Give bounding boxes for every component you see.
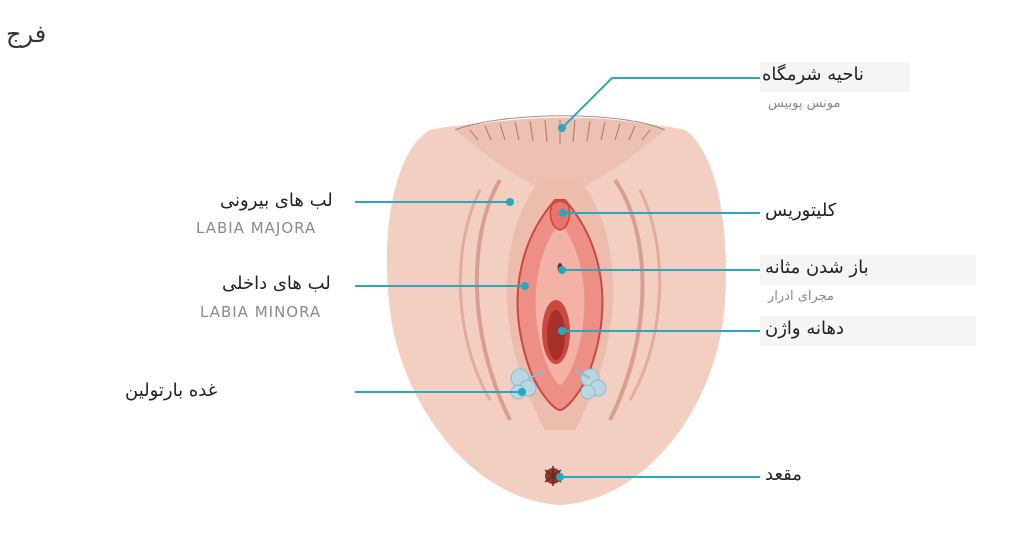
label-labia-minora: لب های داخلی: [222, 273, 331, 294]
page-title: فرج: [6, 20, 47, 48]
label-labia-majora: لب های بیرونی: [220, 190, 333, 211]
leader-dots: [506, 124, 567, 481]
leader-lines: [355, 77, 760, 478]
label-mons-pubis-sub: مونس پوبیس: [768, 96, 841, 111]
label-band-vagina: [760, 316, 976, 346]
mons-pubis: [455, 117, 665, 200]
label-vaginal-opening: دهانه واژن: [765, 318, 844, 339]
label-band-urethra: [760, 255, 976, 285]
label-clitoris: کلیتوریس: [765, 200, 837, 221]
label-bartholin-gland: غده بارتولین: [125, 380, 218, 401]
label-anus: مقعد: [765, 464, 802, 485]
labia-majora-right: [608, 178, 645, 421]
label-mons-pubis: ناحیه شرمگاه: [762, 64, 864, 85]
label-urethral-opening: باز شدن مثانه: [765, 257, 869, 278]
label-urethra-sub: مجرای ادرار: [768, 289, 835, 304]
label-labia-minora-en: LABIA MINORA: [200, 303, 322, 321]
label-band-mons: [760, 62, 910, 92]
pubic-hair: [454, 115, 666, 144]
label-labia-majora-en: LABIA MAJORA: [196, 219, 317, 237]
